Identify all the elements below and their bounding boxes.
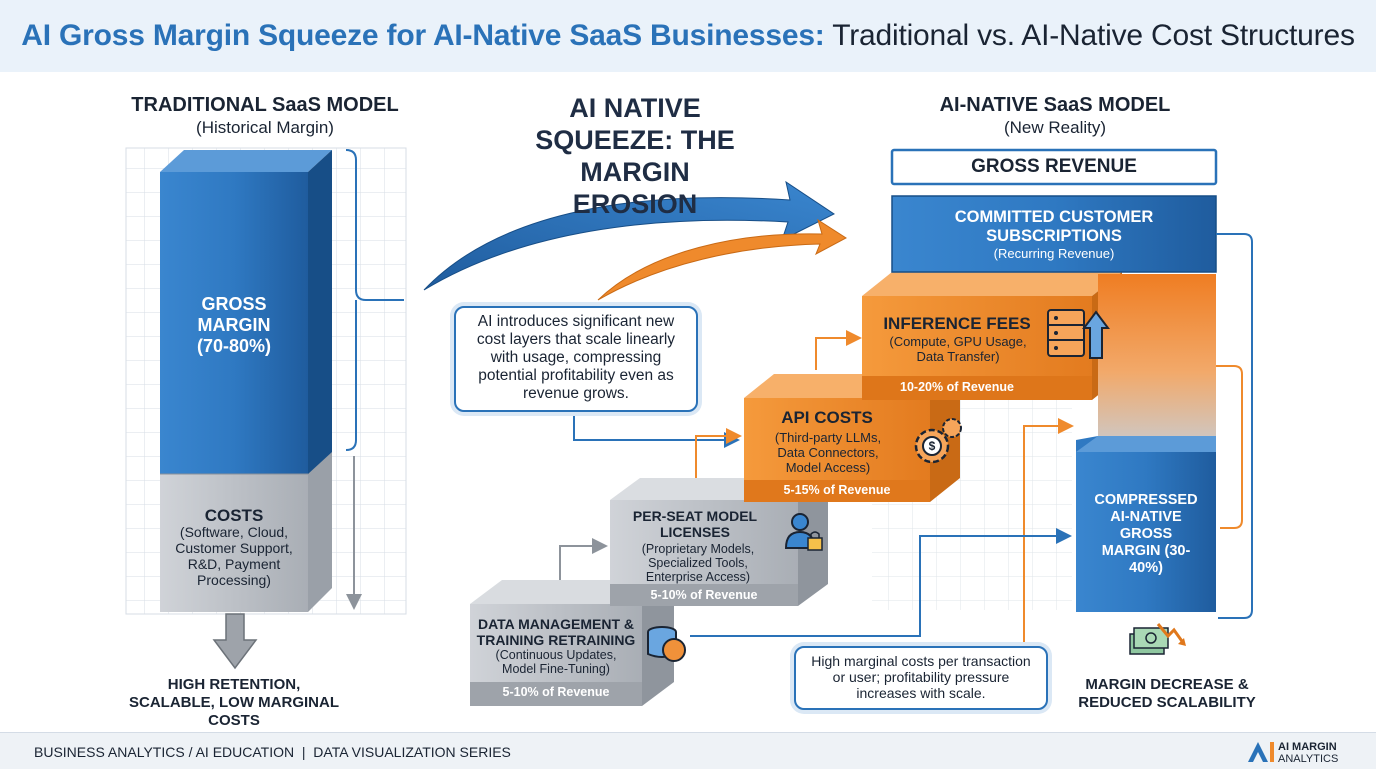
costs-detail: (Software, Cloud, Customer Support, R&D,… — [175, 524, 293, 588]
subscriptions-detail: (Recurring Revenue) — [993, 246, 1115, 261]
layer-4-share: 10-20% of Revenue — [900, 380, 1014, 394]
layer-4-title: INFERENCE FEES — [883, 314, 1031, 333]
title-bold: AI Gross Margin Squeeze for AI-Native Sa… — [21, 19, 825, 52]
ai-native-subheading: (New Reality) — [1003, 118, 1107, 137]
layer-3-detail: (Third-party LLMs, Data Connectors, Mode… — [774, 430, 882, 475]
layer-4-detail: (Compute, GPU Usage, Data Transfer) — [889, 334, 1027, 364]
upload-arrow-icon — [1082, 310, 1110, 359]
layer-2-share: 5-10% of Revenue — [650, 588, 758, 602]
layer-3-share: 5-15% of Revenue — [783, 483, 891, 497]
gear-dollar-icon: $ — [914, 418, 962, 464]
traditional-subheading: (Historical Margin) — [196, 118, 334, 137]
costs-title: COSTS — [204, 506, 264, 525]
ai-native-bottom-note: MARGIN DECREASE & REDUCED SCALABILITY — [1078, 676, 1256, 711]
logo-line-1: AI MARGIN — [1278, 741, 1337, 753]
server-icon — [1047, 309, 1085, 357]
footer-text: BUSINESS ANALYTICS / AI EDUCATION | DATA… — [34, 744, 511, 760]
subscriptions-title: COMMITTED CUSTOMER SUBSCRIPTIONS — [954, 208, 1154, 245]
connector-callout — [573, 410, 740, 448]
layer-3-title: API COSTS — [781, 408, 873, 427]
page-title: AI Gross Margin Squeeze for AI-Native Sa… — [21, 19, 1355, 53]
layer-2-title: PER-SEAT MODEL LICENSES — [632, 508, 758, 540]
right-bracket-blue — [1216, 233, 1253, 619]
money-down-icon — [1129, 623, 1186, 655]
header-bar: AI Gross Margin Squeeze for AI-Native Sa… — [0, 0, 1376, 72]
logo-line-2: ANALYTICS — [1278, 753, 1339, 765]
compressed-margin-block — [1076, 436, 1216, 612]
database-brain-icon — [647, 626, 686, 662]
traditional-bottom-note: HIGH RETENTION, SCALABLE, LOW MARGINAL C… — [129, 676, 339, 729]
footer-bar — [0, 732, 1376, 769]
traditional-heading: TRADITIONAL SaaS MODEL — [131, 94, 399, 116]
squeeze-callout-text: AI introduces significant new cost layer… — [476, 313, 676, 402]
layer-1-detail: (Continuous Updates, Model Fine-Tuning) — [495, 648, 617, 676]
ai-native-heading: AI-NATIVE SaaS MODEL — [939, 94, 1171, 116]
compressed-margin-label: COMPRESSED AI-NATIVE GROSS MARGIN (30-40… — [1094, 492, 1198, 576]
ai-native-callout-text: High marginal costs per transaction or u… — [811, 653, 1031, 701]
title-rest: Traditional vs. AI-Native Cost Structure… — [824, 19, 1355, 52]
logo-text: AI MARGIN ANALYTICS — [1278, 741, 1338, 765]
svg-text:$: $ — [929, 439, 936, 453]
squeeze-callout: AI introduces significant new cost layer… — [454, 306, 698, 412]
layer-1-share: 5-10% of Revenue — [502, 685, 610, 699]
layer-1-title: DATA MANAGEMENT & TRAINING RETRAINING — [476, 616, 636, 648]
ai-native-callout: High marginal costs per transaction or u… — [794, 646, 1048, 710]
margin-bracket — [345, 149, 404, 451]
logo-mark-icon — [1248, 742, 1274, 762]
erosion-arrow-blue — [423, 180, 835, 291]
connector-3 — [815, 330, 862, 370]
gross-margin-label: GROSS MARGIN (70-80%) — [196, 294, 272, 356]
gross-revenue-box — [890, 148, 1218, 186]
connector-2 — [695, 428, 742, 478]
squeeze-heading: AI NATIVE SQUEEZE: THE MARGIN EROSION — [535, 93, 735, 219]
user-lock-icon — [784, 513, 823, 551]
gross-revenue-label: GROSS REVENUE — [971, 156, 1137, 177]
right-bracket-orange — [1216, 365, 1243, 529]
erosion-arrow-orange — [597, 218, 847, 301]
connector-margin-orange — [1023, 418, 1074, 646]
connector-margin-blue — [690, 528, 1072, 637]
down-arrow — [212, 613, 258, 670]
layer-2-detail: (Proprietary Models, Specialized Tools, … — [641, 542, 755, 584]
traditional-bar — [160, 150, 332, 612]
